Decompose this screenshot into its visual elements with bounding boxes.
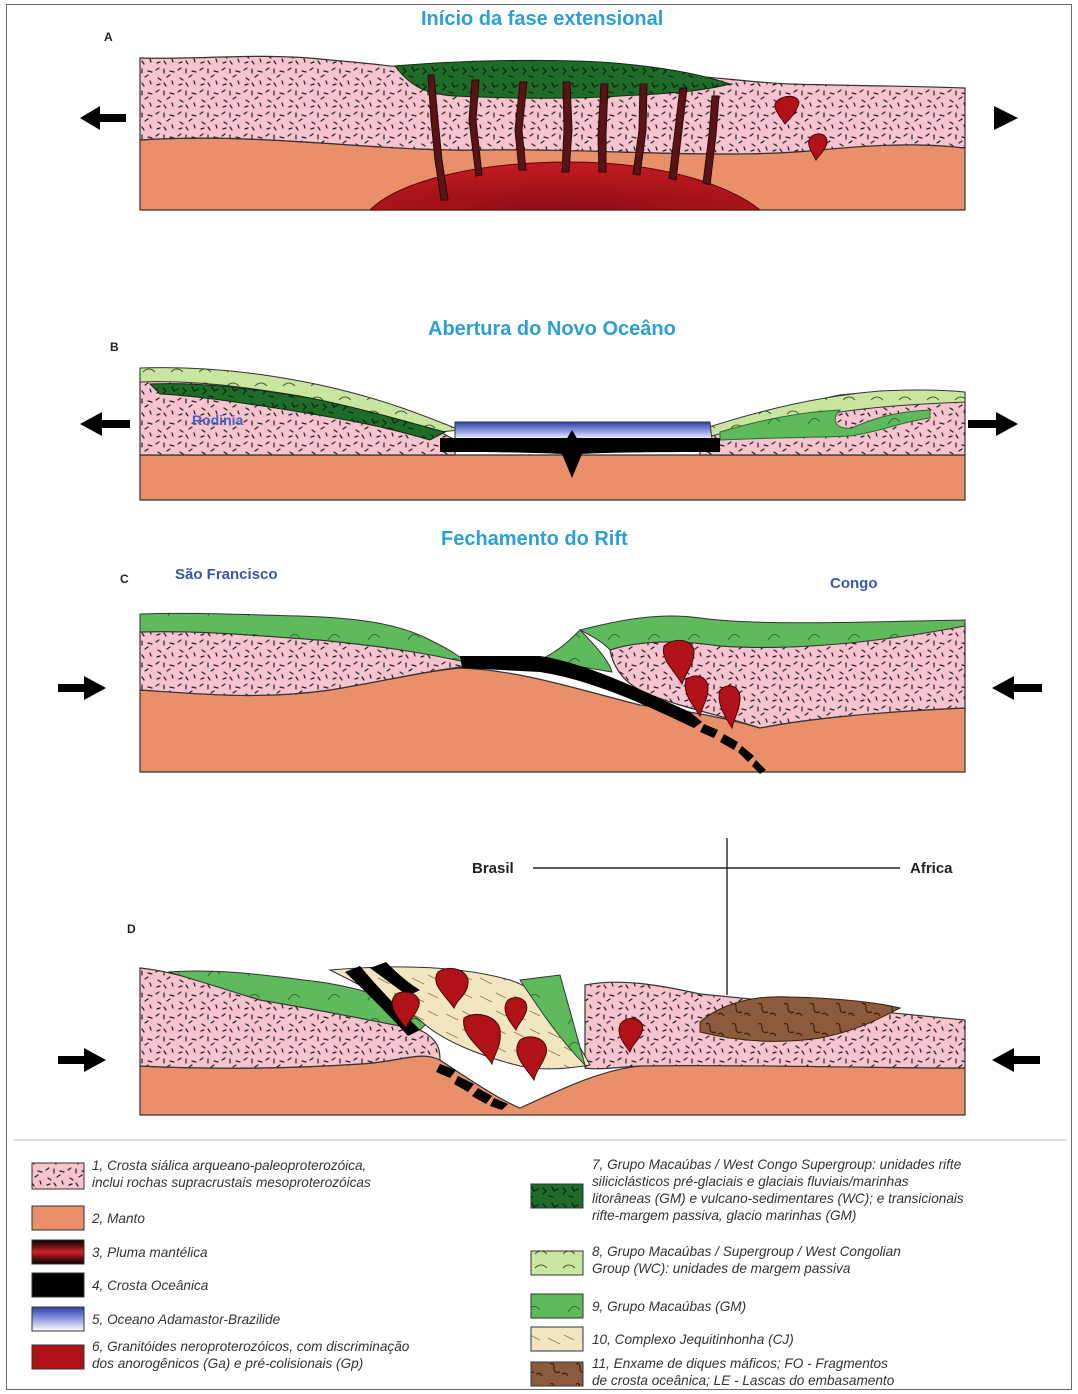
legend-text-8: 8, Grupo Macaúbas / Supergroup / West Co… xyxy=(592,1243,901,1277)
panel-c-section xyxy=(58,613,1042,774)
compression-arrow-left-icon xyxy=(58,676,106,700)
legend-item-4: 4, Crosta Oceânica xyxy=(92,1277,512,1294)
legend-text-1: 1, Crosta siálica arqueano-paleoproteroz… xyxy=(92,1157,371,1191)
panel-c-title: Fechamento do Rift xyxy=(441,528,628,551)
congo-label: Congo xyxy=(830,575,877,592)
legend-item-3: 3, Pluma mantélica xyxy=(92,1244,512,1261)
legend-item-2: 2, Manto xyxy=(92,1210,512,1227)
panel-letter-b: B xyxy=(110,340,119,354)
panel-b-title: Abertura do Novo Oceâno xyxy=(428,318,676,341)
legend-text-11: 11, Enxame de diques máficos; FO - Fragm… xyxy=(592,1355,894,1389)
panel-letter-c: C xyxy=(120,572,129,586)
legend-item-10: 10, Complexo Jequitinhonha (CJ) xyxy=(592,1331,1062,1348)
panel-a-section xyxy=(80,56,1018,210)
legend-text-2: 2, Manto xyxy=(92,1210,145,1227)
panel-a-title: Início da fase extensional xyxy=(421,8,663,31)
legend-text-3: 3, Pluma mantélica xyxy=(92,1244,208,1261)
panel-letter-a: A xyxy=(104,30,113,44)
sao-francisco-label: São Francisco xyxy=(175,566,278,583)
legend-item-8: 8, Grupo Macaúbas / Supergroup / West Co… xyxy=(592,1243,1062,1277)
compression-arrow-right-icon xyxy=(992,1048,1040,1072)
suture-reference-lines xyxy=(533,838,900,995)
legend-text-10: 10, Complexo Jequitinhonha (CJ) xyxy=(592,1331,794,1348)
compression-arrow-left-icon xyxy=(58,1048,106,1072)
legend-text-6: 6, Granitóides neroproterozóicos, com di… xyxy=(92,1338,409,1372)
legend-text-4: 4, Crosta Oceânica xyxy=(92,1277,208,1294)
legend-text-5: 5, Oceano Adamastor-Brazilide xyxy=(92,1311,280,1328)
extension-arrow-left-icon xyxy=(80,106,126,130)
rodinia-label: Rodinia xyxy=(192,412,243,428)
compression-arrow-right-icon xyxy=(992,676,1042,700)
legend-text-7: 7, Grupo Macaúbas / West Congo Supergrou… xyxy=(592,1156,964,1224)
legend-item-5: 5, Oceano Adamastor-Brazilide xyxy=(92,1311,512,1328)
legend-item-9: 9, Grupo Macaúbas (GM) xyxy=(592,1298,1062,1315)
panel-d-section xyxy=(58,962,1040,1115)
extension-arrow-left-icon xyxy=(80,412,130,436)
panel-b-section xyxy=(80,368,1018,500)
legend-item-6: 6, Granitóides neroproterozóicos, com di… xyxy=(92,1338,512,1372)
africa-label: Africa xyxy=(910,860,953,877)
panel-letter-d: D xyxy=(127,922,136,936)
legend-item-7: 7, Grupo Macaúbas / West Congo Supergrou… xyxy=(592,1156,1062,1224)
legend-text-9: 9, Grupo Macaúbas (GM) xyxy=(592,1298,746,1315)
extension-arrow-right-icon xyxy=(968,412,1018,436)
brasil-label: Brasil xyxy=(472,860,514,877)
extension-arrow-right-icon xyxy=(994,106,1018,130)
legend-item-1: 1, Crosta siálica arqueano-paleoproteroz… xyxy=(92,1157,512,1191)
legend-item-11: 11, Enxame de diques máficos; FO - Fragm… xyxy=(592,1355,1062,1389)
